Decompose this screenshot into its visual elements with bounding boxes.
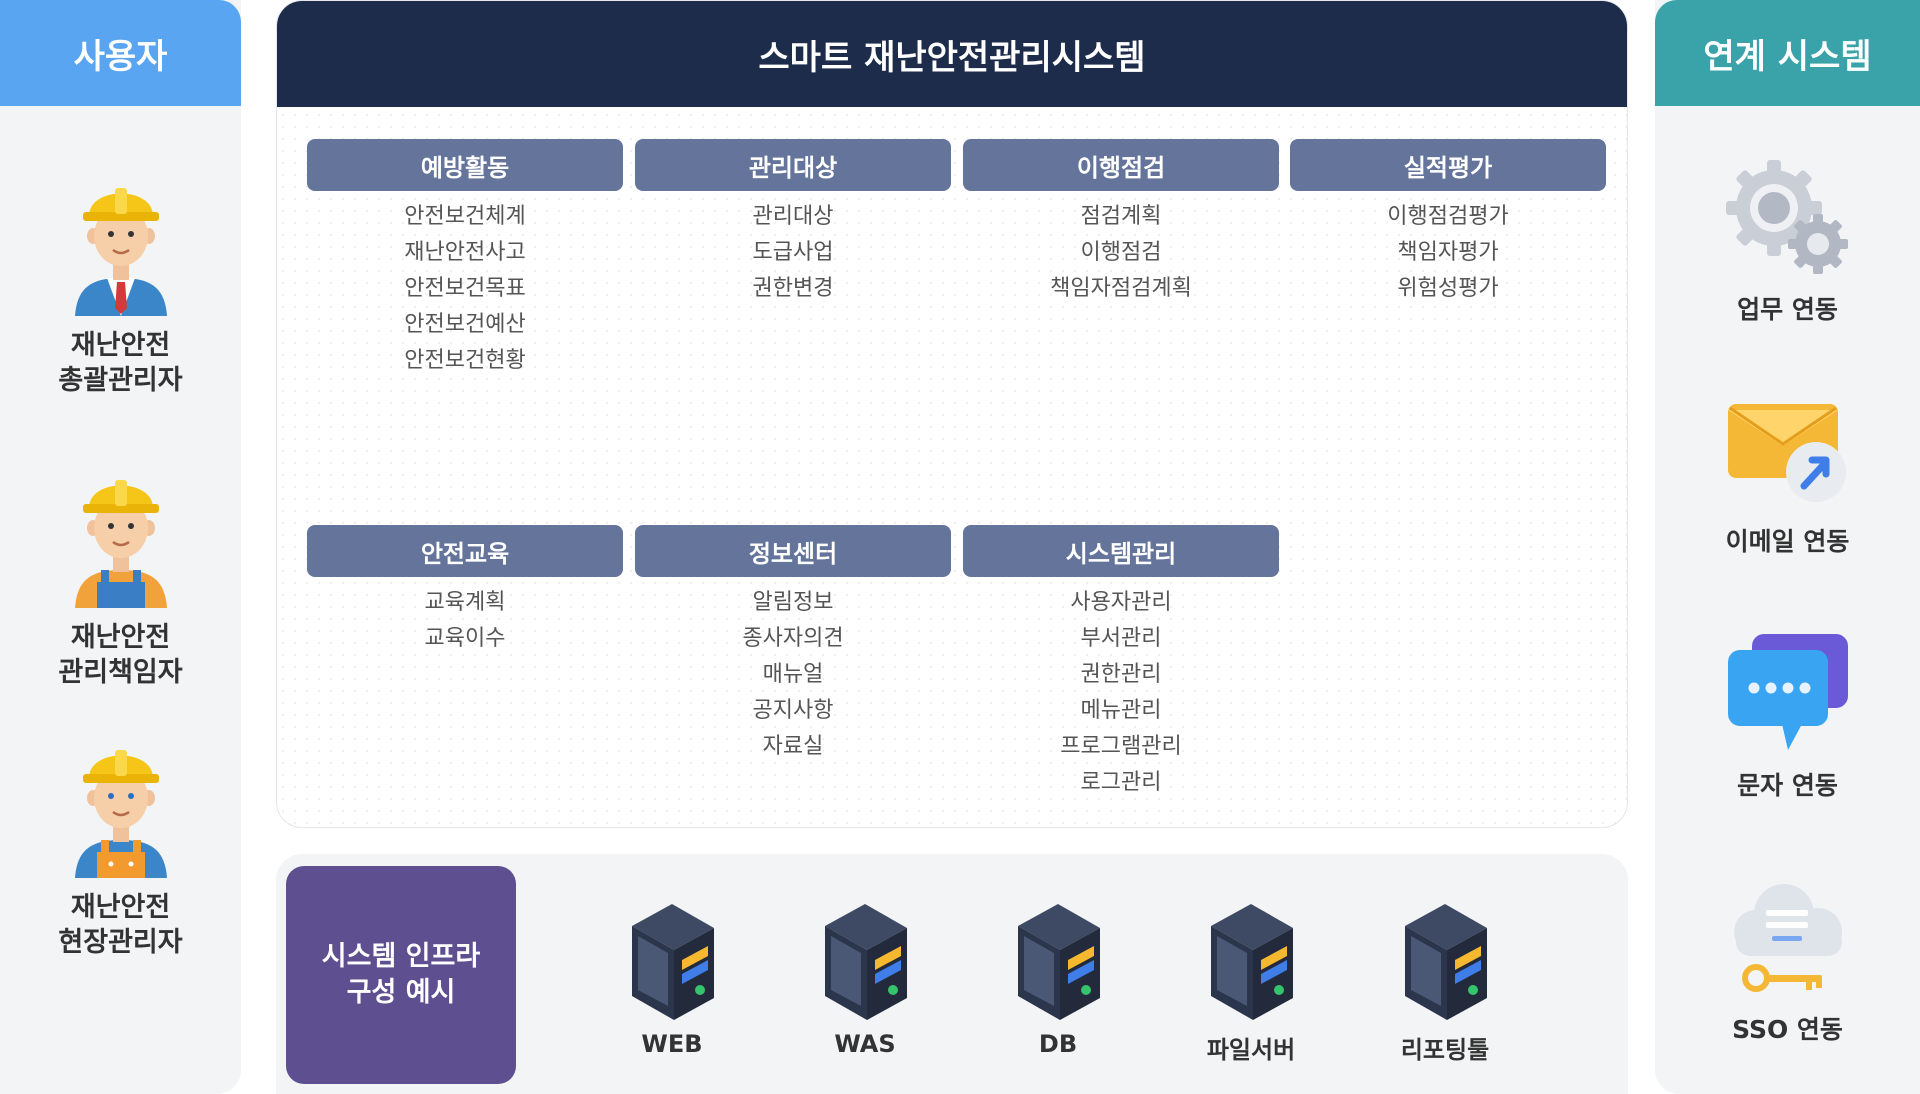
module-system-admin: 시스템관리 사용자관리 부서관리 권한관리 메뉴관리 프로그램관리 로그관리: [963, 525, 1279, 801]
module-title: 시스템관리: [963, 525, 1279, 577]
linked-systems-title: 연계 시스템: [1655, 0, 1920, 106]
link-name: 문자 연동: [1737, 771, 1838, 800]
module-item: 교육계획: [424, 590, 506, 615]
module-targets: 관리대상 관리대상 도급사업 권한변경: [635, 139, 951, 307]
worker-overalls-icon: [74, 480, 167, 608]
server-icon: [825, 904, 907, 1020]
user-responsible-manager: 재난안전 관리책임자: [0, 470, 241, 690]
main-system-panel: 스마트 재난안전관리시스템 예방활동 안전보건체계 재난안전사고 안전보건목표 …: [276, 0, 1628, 828]
link-name: 업무 연동: [1737, 295, 1838, 324]
module-item: 점검계획: [1080, 204, 1162, 229]
module-item: 책임자평가: [1397, 240, 1499, 265]
server-icon: [1405, 904, 1487, 1020]
module-item: 알림정보: [752, 590, 834, 615]
module-item: 자료실: [762, 734, 824, 759]
gears-icon: [1725, 160, 1848, 274]
server-icon: [632, 904, 714, 1020]
module-item: 로그관리: [1080, 770, 1162, 795]
module-item: 프로그램관리: [1060, 734, 1182, 759]
user-name: 재난안전 관리책임자: [58, 622, 183, 688]
user-panel: 사용자 재난안전 총괄관리자: [0, 0, 241, 1094]
module-inspection: 이행점검 점검계획 이행점검 책임자점검계획: [963, 139, 1279, 307]
chat-icon: [1727, 634, 1848, 750]
module-title: 안전교육: [307, 525, 623, 577]
module-info-center: 정보센터 알림정보 종사자의견 매뉴얼 공지사항 자료실: [635, 525, 951, 765]
module-item: 이행점검평가: [1387, 204, 1509, 229]
module-title: 실적평가: [1290, 139, 1606, 191]
module-title: 이행점검: [963, 139, 1279, 191]
module-item: 위험성평가: [1397, 276, 1499, 301]
cloud-key-icon: [1733, 884, 1842, 992]
module-item: 교육이수: [424, 626, 506, 651]
server-icon: [1018, 904, 1100, 1020]
module-item: 관리대상: [752, 204, 834, 229]
module-item: 안전보건목표: [404, 276, 526, 301]
server-icon: [1211, 904, 1293, 1020]
module-item: 재난안전사고: [404, 240, 526, 265]
module-item: 안전보건예산: [404, 312, 526, 337]
module-item: 메뉴관리: [1080, 698, 1162, 723]
module-education: 안전교육 교육계획 교육이수: [307, 525, 623, 657]
server-file: 파일서버: [1176, 898, 1326, 1065]
user-field-manager: 재난안전 현장관리자: [0, 740, 241, 960]
server-name: WEB: [641, 1030, 703, 1058]
module-item: 안전보건체계: [404, 204, 526, 229]
module-item: 도급사업: [752, 240, 834, 265]
module-item: 권한변경: [752, 276, 834, 301]
module-item: 사용자관리: [1070, 590, 1172, 615]
server-name: WAS: [834, 1030, 896, 1058]
module-title: 예방활동: [307, 139, 623, 191]
module-item: 안전보건현황: [404, 348, 526, 373]
server-db: DB: [983, 898, 1133, 1058]
module-item: 종사자의견: [742, 626, 844, 651]
module-item: 책임자점검계획: [1050, 276, 1192, 301]
link-sso: SSO 연동: [1655, 880, 1920, 1046]
user-general-manager: 재난안전 총괄관리자: [0, 178, 241, 398]
link-sms: 문자 연동: [1655, 632, 1920, 802]
server-name: 파일서버: [1206, 1036, 1296, 1064]
link-name: 이메일 연동: [1725, 527, 1850, 556]
link-name: SSO 연동: [1732, 1015, 1843, 1044]
module-item: 권한관리: [1080, 662, 1162, 687]
module-item: 매뉴얼: [762, 662, 824, 687]
server-was: WAS: [790, 898, 940, 1058]
infra-label: 시스템 인프라 구성 예시: [286, 866, 516, 1084]
infra-panel: 시스템 인프라 구성 예시 WEB WAS: [276, 854, 1628, 1094]
module-item: 공지사항: [752, 698, 834, 723]
module-item: 이행점검: [1080, 240, 1162, 265]
server-reporting: 리포팅툴: [1370, 898, 1520, 1065]
module-prevention: 예방활동 안전보건체계 재난안전사고 안전보건목표 안전보건예산 안전보건현황: [307, 139, 623, 379]
email-icon: [1727, 404, 1846, 502]
link-business: 업무 연동: [1655, 158, 1920, 326]
user-name: 재난안전 총괄관리자: [58, 330, 183, 396]
server-web: WEB: [597, 898, 747, 1058]
linked-systems-panel: 연계 시스템: [1655, 0, 1920, 1094]
user-name: 재난안전 현장관리자: [58, 892, 183, 958]
worker-manager-icon: [74, 188, 167, 316]
user-panel-title: 사용자: [0, 0, 241, 106]
module-title: 관리대상: [635, 139, 951, 191]
server-name: DB: [1038, 1030, 1078, 1058]
server-name: 리포팅툴: [1400, 1036, 1490, 1064]
main-system-title: 스마트 재난안전관리시스템: [277, 1, 1627, 107]
worker-field-icon: [74, 750, 167, 878]
module-item: 부서관리: [1080, 626, 1162, 651]
link-email: 이메일 연동: [1655, 400, 1920, 558]
module-evaluation: 실적평가 이행점검평가 책임자평가 위험성평가: [1290, 139, 1606, 307]
module-title: 정보센터: [635, 525, 951, 577]
